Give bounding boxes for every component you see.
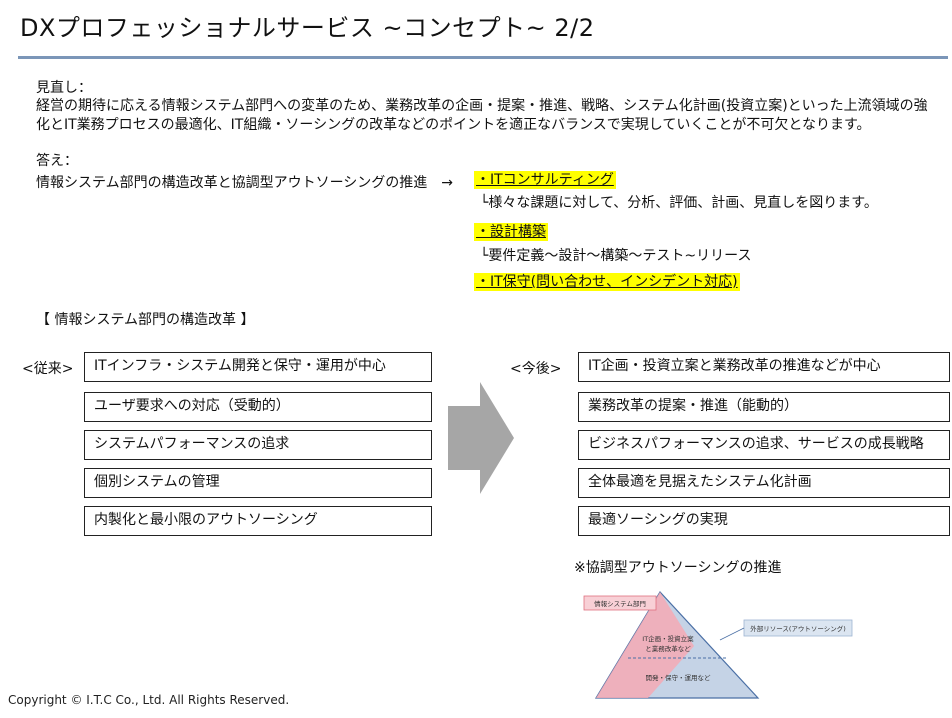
answer-item-it-consulting: ・ITコンサルティング <box>474 171 616 189</box>
answer-item-heading: ・設計構築 <box>474 223 548 241</box>
answer-item-design-build: ・設計構築 <box>474 223 548 241</box>
page-title: DXプロフェッショナルサービス ~コンセプト~ 2/2 <box>20 14 595 42</box>
review-text: 経営の期待に応える情報システム部門への変革のため、業務改革の企画・提案・推進、戦… <box>36 98 928 133</box>
pyramid-bottom-text: 開発・保守・運用など <box>646 673 712 682</box>
internal-resource-label: 情報システム部門 <box>594 599 646 608</box>
answer-statement: 情報システム部門の構造改革と協調型アウトソーシングの推進 → <box>36 175 454 191</box>
transition-arrow-icon <box>448 382 514 494</box>
after-label: <今後> <box>510 361 562 377</box>
before-item: 個別システムの管理 <box>84 468 432 498</box>
reform-section-title: 【 情報システム部門の構造改革 】 <box>36 312 255 328</box>
pyramid-top-text: と業務改革など <box>645 644 691 653</box>
after-item: 全体最適を見据えたシステム化計画 <box>578 468 950 498</box>
answer-item-heading: ・ITコンサルティング <box>474 171 616 189</box>
before-label: <従来> <box>22 361 74 377</box>
before-item: ITインフラ・システム開発と保守・運用が中心 <box>84 352 432 382</box>
external-resource-label: 外部リソース(アウトソーシング) <box>750 624 846 633</box>
before-item: 内製化と最小限のアウトソーシング <box>84 506 432 536</box>
review-label: 見直し： <box>36 80 92 96</box>
answer-item-it-maintenance: ・IT保守(問い合わせ、インシデント対応) <box>474 273 740 291</box>
after-item: 最適ソーシングの実現 <box>578 506 950 536</box>
after-item: ビジネスパフォーマンスの追求、サービスの成長戦略 <box>578 430 950 460</box>
pyramid-top-text: IT企画・投資立案 <box>642 634 694 643</box>
cooperative-note: ※協調型アウトソーシングの推進 <box>574 560 782 576</box>
copyright: Copyright © I.T.C Co., Ltd. All Rights R… <box>8 693 290 707</box>
sourcing-pyramid-diagram: 情報システム部門 外部リソース(アウトソーシング) IT企画・投資立案 と業務改… <box>583 591 853 699</box>
after-item: 業務改革の提案・推進（能動的） <box>578 392 950 422</box>
answer-item-detail: └要件定義～設計～構築～テスト~リリース <box>480 248 752 264</box>
before-item: システムパフォーマンスの追求 <box>84 430 432 460</box>
answer-item-detail: └様々な課題に対して、分析、評価、計画、見直しを図ります。 <box>480 195 878 211</box>
answer-label: 答え： <box>36 153 78 169</box>
title-divider <box>18 56 948 59</box>
answer-item-heading: ・IT保守(問い合わせ、インシデント対応) <box>474 273 740 291</box>
before-item: ユーザ要求への対応（受動的） <box>84 392 432 422</box>
after-item: IT企画・投資立案と業務改革の推進などが中心 <box>578 352 950 382</box>
